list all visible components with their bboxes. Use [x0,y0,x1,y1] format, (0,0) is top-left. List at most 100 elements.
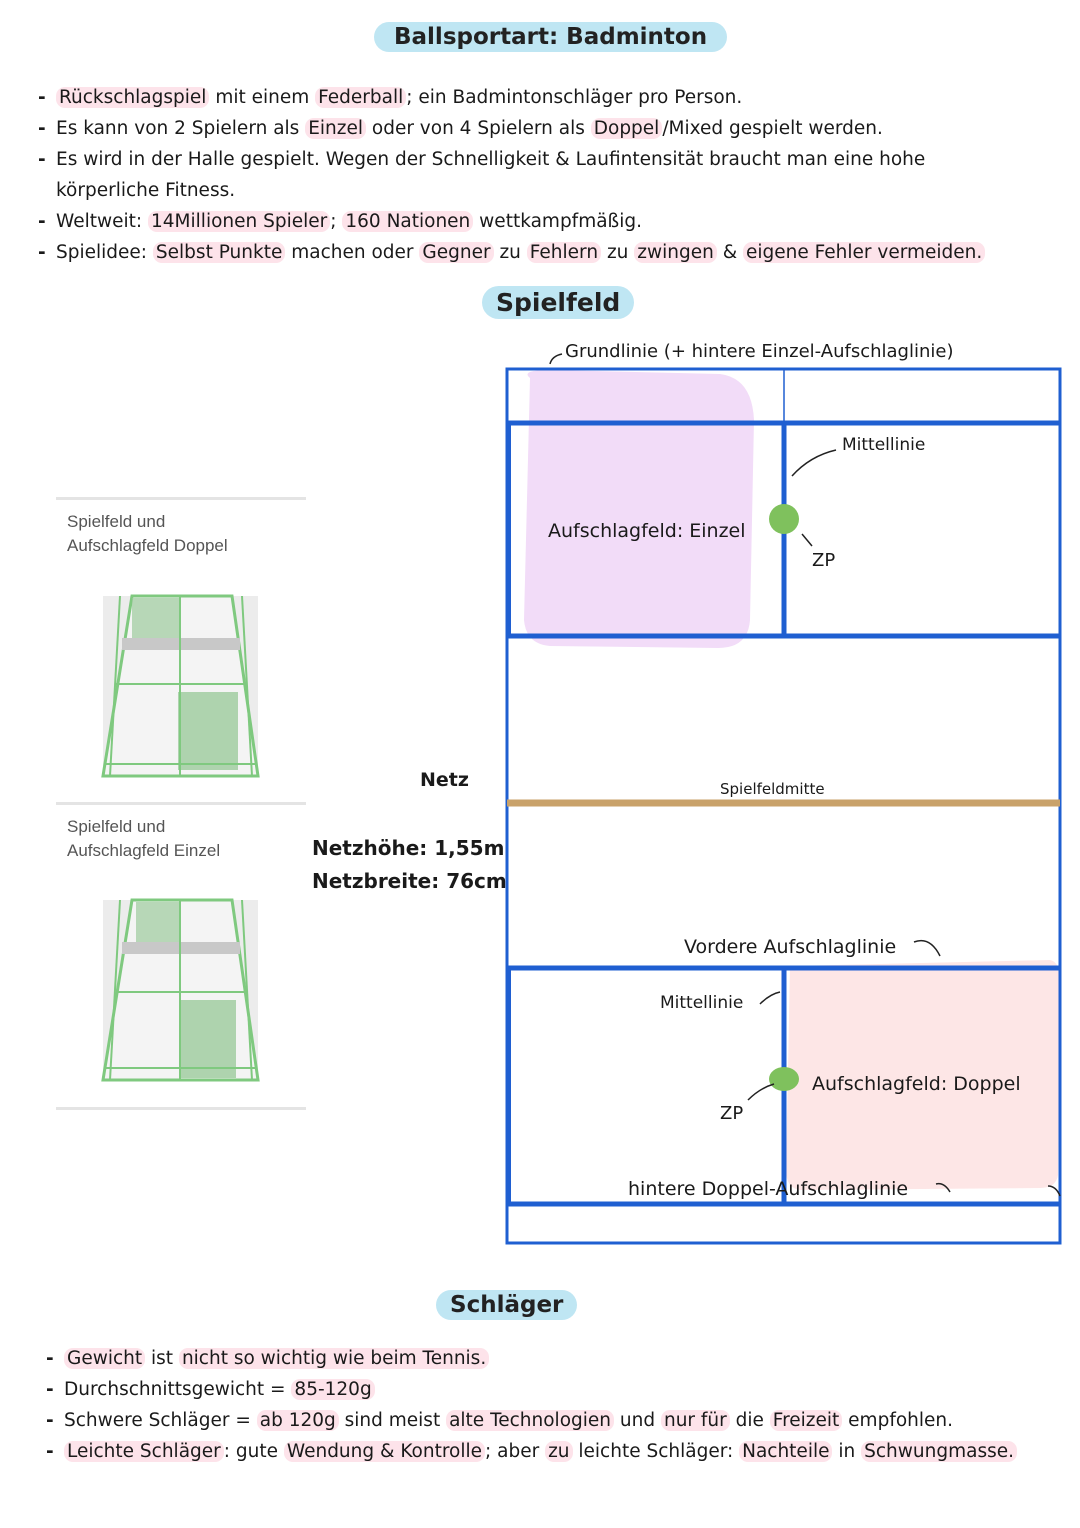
thumb-caption-doppel: Spielfeld und Aufschlagfeld Doppel [67,510,228,558]
schlaeger-heading: Schläger [436,1290,578,1320]
highlighted-term: Nachteile [739,1441,833,1462]
label-grundlinie: Grundlinie (+ hintere Einzel-Aufschlagli… [565,341,954,362]
zp-dot-bottom [769,1067,799,1091]
text-segment: Es wird in der Halle gespielt. Wegen der… [56,149,926,170]
text-segment: ist [145,1348,179,1369]
schlaeger-list: Gewicht ist nicht so wichtig wie beim Te… [46,1343,1017,1467]
highlighted-term: Leichte Schläger [64,1441,224,1462]
net-width: Netzbreite: 76cm [312,869,507,893]
highlighted-term: alte Technologien [446,1410,614,1431]
thumb-caption-einzel-line1: Spielfeld und [67,817,166,836]
highlighted-term: ab 120g [256,1410,339,1431]
highlighted-term: Gewicht [64,1348,146,1369]
pointer-mittellinie-top [791,449,837,477]
text-segment: ; ein Badmintonschläger pro Person. [406,87,743,108]
highlighted-term: zu [545,1441,573,1462]
list-item-continuation: körperliche Fitness. [56,180,236,201]
court-diagram [505,353,1062,1245]
thumb-divider-bottom [56,1107,306,1110]
text-segment: sind meist [338,1410,447,1431]
thumb-caption-doppel-line2: Aufschlagfeld Doppel [67,536,228,555]
highlighted-term: Einzel [305,118,366,139]
pointer-grundlinie [549,353,563,365]
pointer-zp-bottom [747,1083,775,1101]
highlighted-term: Rückschlagspiel [56,87,210,108]
list-item: Spielidee: Selbst Punkte machen oder Geg… [38,237,986,268]
label-doppel-field: Aufschlagfeld: Doppel [812,1073,1021,1095]
highlighted-term: eigene Fehler vermeiden. [743,242,986,263]
highlighted-term: Schwungmasse. [861,1441,1017,1462]
label-einzel-field: Aufschlagfeld: Einzel [548,520,746,542]
text-segment: leichte Schläger: [572,1441,740,1462]
text-segment: oder von 4 Spielern als [366,118,591,139]
thumb-divider-middle [56,802,306,805]
list-item: Es kann von 2 Spielern als Einzel oder v… [38,113,985,144]
text-segment: Schwere Schläger = [64,1410,257,1431]
intro-list: Rückschlagspiel mit einem Federball; ein… [38,82,986,268]
highlighted-term: nur für [660,1410,730,1431]
highlighted-term: Doppel [590,118,663,139]
highlighted-term: Wendung & Kontrolle [283,1441,486,1462]
list-item: Gewicht ist nicht so wichtig wie beim Te… [46,1343,1017,1374]
pointer-edge-right [1047,1185,1061,1197]
label-vordere-aufschlaglinie: Vordere Aufschlaglinie [684,936,897,958]
pointer-mittellinie-bottom [759,991,781,1005]
zp-dot-top [769,504,799,534]
text-segment: Spielidee: [56,242,153,263]
highlighted-term: 85-120g [291,1379,375,1400]
highlighted-term: Fehlern [526,242,602,263]
highlighted-term: Freizeit [769,1410,843,1431]
thumb-caption-einzel-line2: Aufschlagfeld Einzel [67,841,221,860]
highlighted-term: zwingen [634,242,717,263]
list-item: Schwere Schläger = ab 120g sind meist al… [46,1405,1017,1436]
text-segment: empfohlen. [842,1410,954,1431]
list-item: Durchschnittsgewicht = 85-120g [46,1374,1017,1405]
list-item: Es wird in der Halle gespielt. Wegen der… [38,144,985,175]
text-segment: /Mixed gespielt werden. [662,118,883,139]
court-thumbnail-einzel [101,898,260,1082]
text-segment: in [832,1441,862,1462]
highlighted-term: Selbst Punkte [152,242,286,263]
label-zp-top: ZP [812,550,836,571]
pointer-hintere [935,1182,951,1193]
label-mittellinie-bottom: Mittellinie [660,993,744,1013]
list-item: Rückschlagspiel mit einem Federball; ein… [38,82,985,113]
court-thumbnail-doppel [101,594,260,778]
list-item: Weltweit: 14Millionen Spieler; 160 Natio… [38,206,985,237]
text-segment: die [729,1410,770,1431]
text-segment: : gute [223,1441,284,1462]
text-segment: ; aber [485,1441,546,1462]
thumb-caption-einzel: Spielfeld und Aufschlagfeld Einzel [67,815,220,863]
net-height: Netzhöhe: 1,55m [312,836,505,860]
label-hintere-doppel-aufschlaglinie: hintere Doppel-Aufschlaglinie [628,1178,909,1200]
text-segment: zu [601,242,635,263]
highlighted-term: nicht so wichtig wie beim Tennis. [178,1348,490,1369]
text-segment: mit einem [209,87,316,108]
label-zp-bottom: ZP [720,1103,744,1124]
pointer-vordere [913,939,941,957]
text-segment: und [614,1410,661,1431]
spielfeld-heading: Spielfeld [482,286,635,319]
doppel-field-highlight [786,960,1061,1190]
highlighted-term: 160 Nationen [342,211,474,232]
highlighted-term: Federball [315,87,407,108]
thumb-caption-doppel-line1: Spielfeld und [67,512,166,531]
text-segment: Es kann von 2 Spielern als [56,118,306,139]
highlighted-term: Gegner [419,242,494,263]
page-title: Ballsportart: Badminton [374,22,728,52]
text-segment: machen oder [285,242,420,263]
text-segment: wettkampfmäßig. [473,211,642,232]
label-spielfeldmitte: Spielfeldmitte [720,780,825,798]
einzel-field-highlight [524,370,754,648]
net-label: Netz [420,769,469,791]
text-segment: & [716,242,744,263]
text-segment: Durchschnittsgewicht = [64,1379,292,1400]
text-segment: zu [493,242,527,263]
pointer-zp-top [801,533,813,547]
thumb-divider-top [56,497,306,500]
text-segment: ; [330,211,343,232]
label-mittellinie-top: Mittellinie [842,435,926,455]
text-segment: Weltweit: [56,211,149,232]
highlighted-term: 14Millionen Spieler [148,211,331,232]
list-item: Leichte Schläger: gute Wendung & Kontrol… [46,1436,1017,1467]
